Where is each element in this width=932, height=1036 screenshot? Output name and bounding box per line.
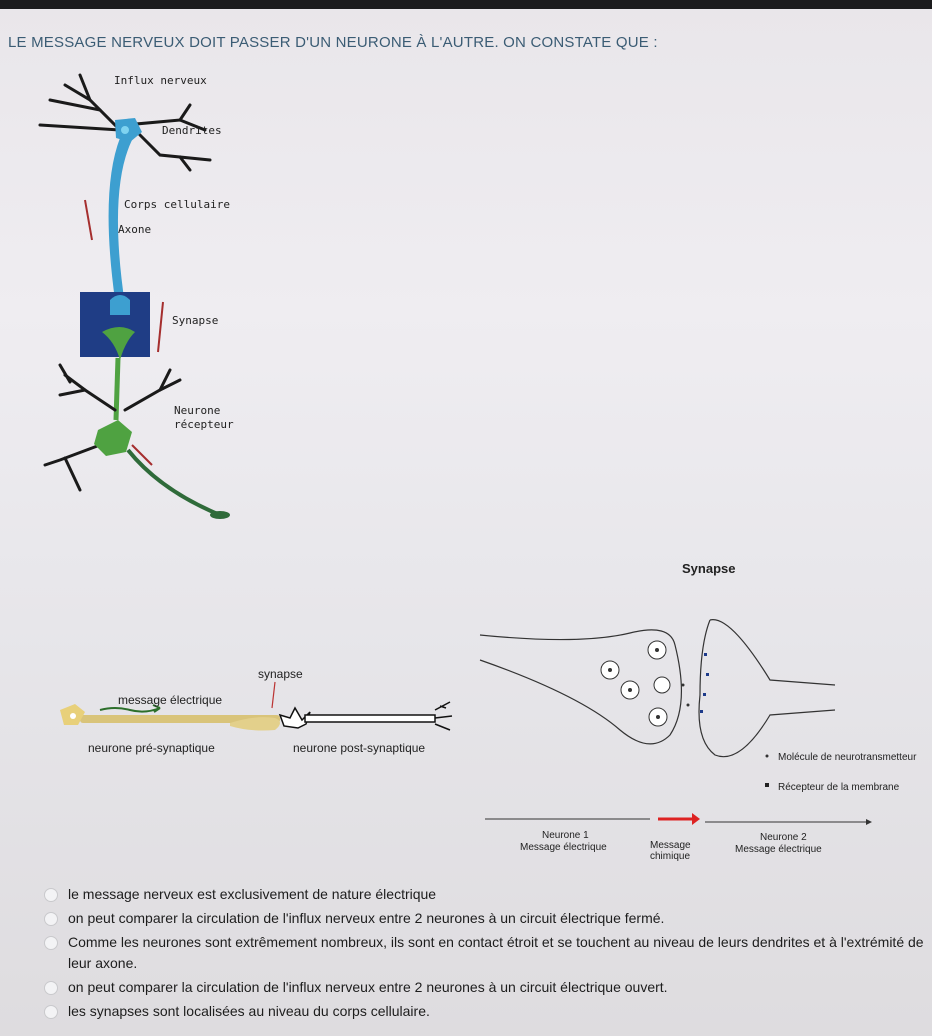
option-label: le message nerveux est exclusivement de … (68, 886, 437, 902)
option-label: on peut comparer la circulation de l'inf… (68, 979, 668, 995)
label-dendrites: Dendrites (162, 124, 222, 137)
label-message-chimique-2: chimique (650, 851, 690, 862)
synapse-detail-diagram: Synapse Molécule de neurotransmetteur Ré… (479, 561, 917, 862)
option-5[interactable]: les synapses sont localisées au niveau d… (44, 1001, 929, 1022)
legend-molecule: Molécule de neurotransmetteur (778, 752, 917, 763)
legend-recepteur: Récepteur de la membrane (778, 782, 900, 793)
neuron-diagram: Influx nerveux Dendrites Corps cellulair… (38, 73, 234, 519)
option-label: on peut comparer la circulation de l'inf… (68, 910, 665, 926)
option-1[interactable]: le message nerveux est exclusivement de … (44, 884, 929, 905)
label-synapse: Synapse (172, 314, 218, 327)
label-pre-synaptique: neurone pré-synaptique (88, 741, 215, 755)
question-text: LE MESSAGE NERVEUX DOIT PASSER D'UN NEUR… (8, 34, 658, 51)
radio-button[interactable] (44, 981, 58, 995)
answer-options: le message nerveux est exclusivement de … (44, 884, 929, 1025)
radio-button[interactable] (44, 888, 58, 902)
option-3[interactable]: Comme les neurones sont extrêmement nomb… (44, 932, 929, 974)
label-neurone-line1: Neurone (174, 404, 220, 417)
label-neurone-line2: récepteur (174, 418, 234, 431)
label-message-chimique-1: Message (650, 840, 691, 851)
radio-button[interactable] (44, 1005, 58, 1019)
option-4[interactable]: on peut comparer la circulation de l'inf… (44, 977, 929, 998)
option-label: Comme les neurones sont extrêmement nomb… (68, 934, 924, 971)
option-label: les synapses sont localisées au niveau d… (68, 1003, 430, 1019)
label-corps: Corps cellulaire (124, 198, 230, 211)
label-neurone2: Neurone 2 (760, 832, 807, 843)
label-message-electrique: message électrique (118, 693, 222, 707)
label-axone: Axone (118, 223, 151, 236)
label-neurone1: Neurone 1 (542, 830, 589, 841)
top-bar (0, 0, 932, 9)
synaptic-pathway-diagram: synapse message électrique neurone pré-s… (60, 667, 453, 755)
label-synapse-small: synapse (258, 667, 303, 681)
label-post-synaptique: neurone post-synaptique (293, 741, 425, 755)
option-2[interactable]: on peut comparer la circulation de l'inf… (44, 908, 929, 929)
synapse-title: Synapse (682, 561, 735, 576)
label-message-electrique2: Message électrique (735, 844, 822, 855)
radio-button[interactable] (44, 912, 58, 926)
label-influx: Influx nerveux (114, 74, 207, 87)
label-message-electrique1: Message électrique (520, 842, 607, 853)
radio-button[interactable] (44, 936, 58, 950)
